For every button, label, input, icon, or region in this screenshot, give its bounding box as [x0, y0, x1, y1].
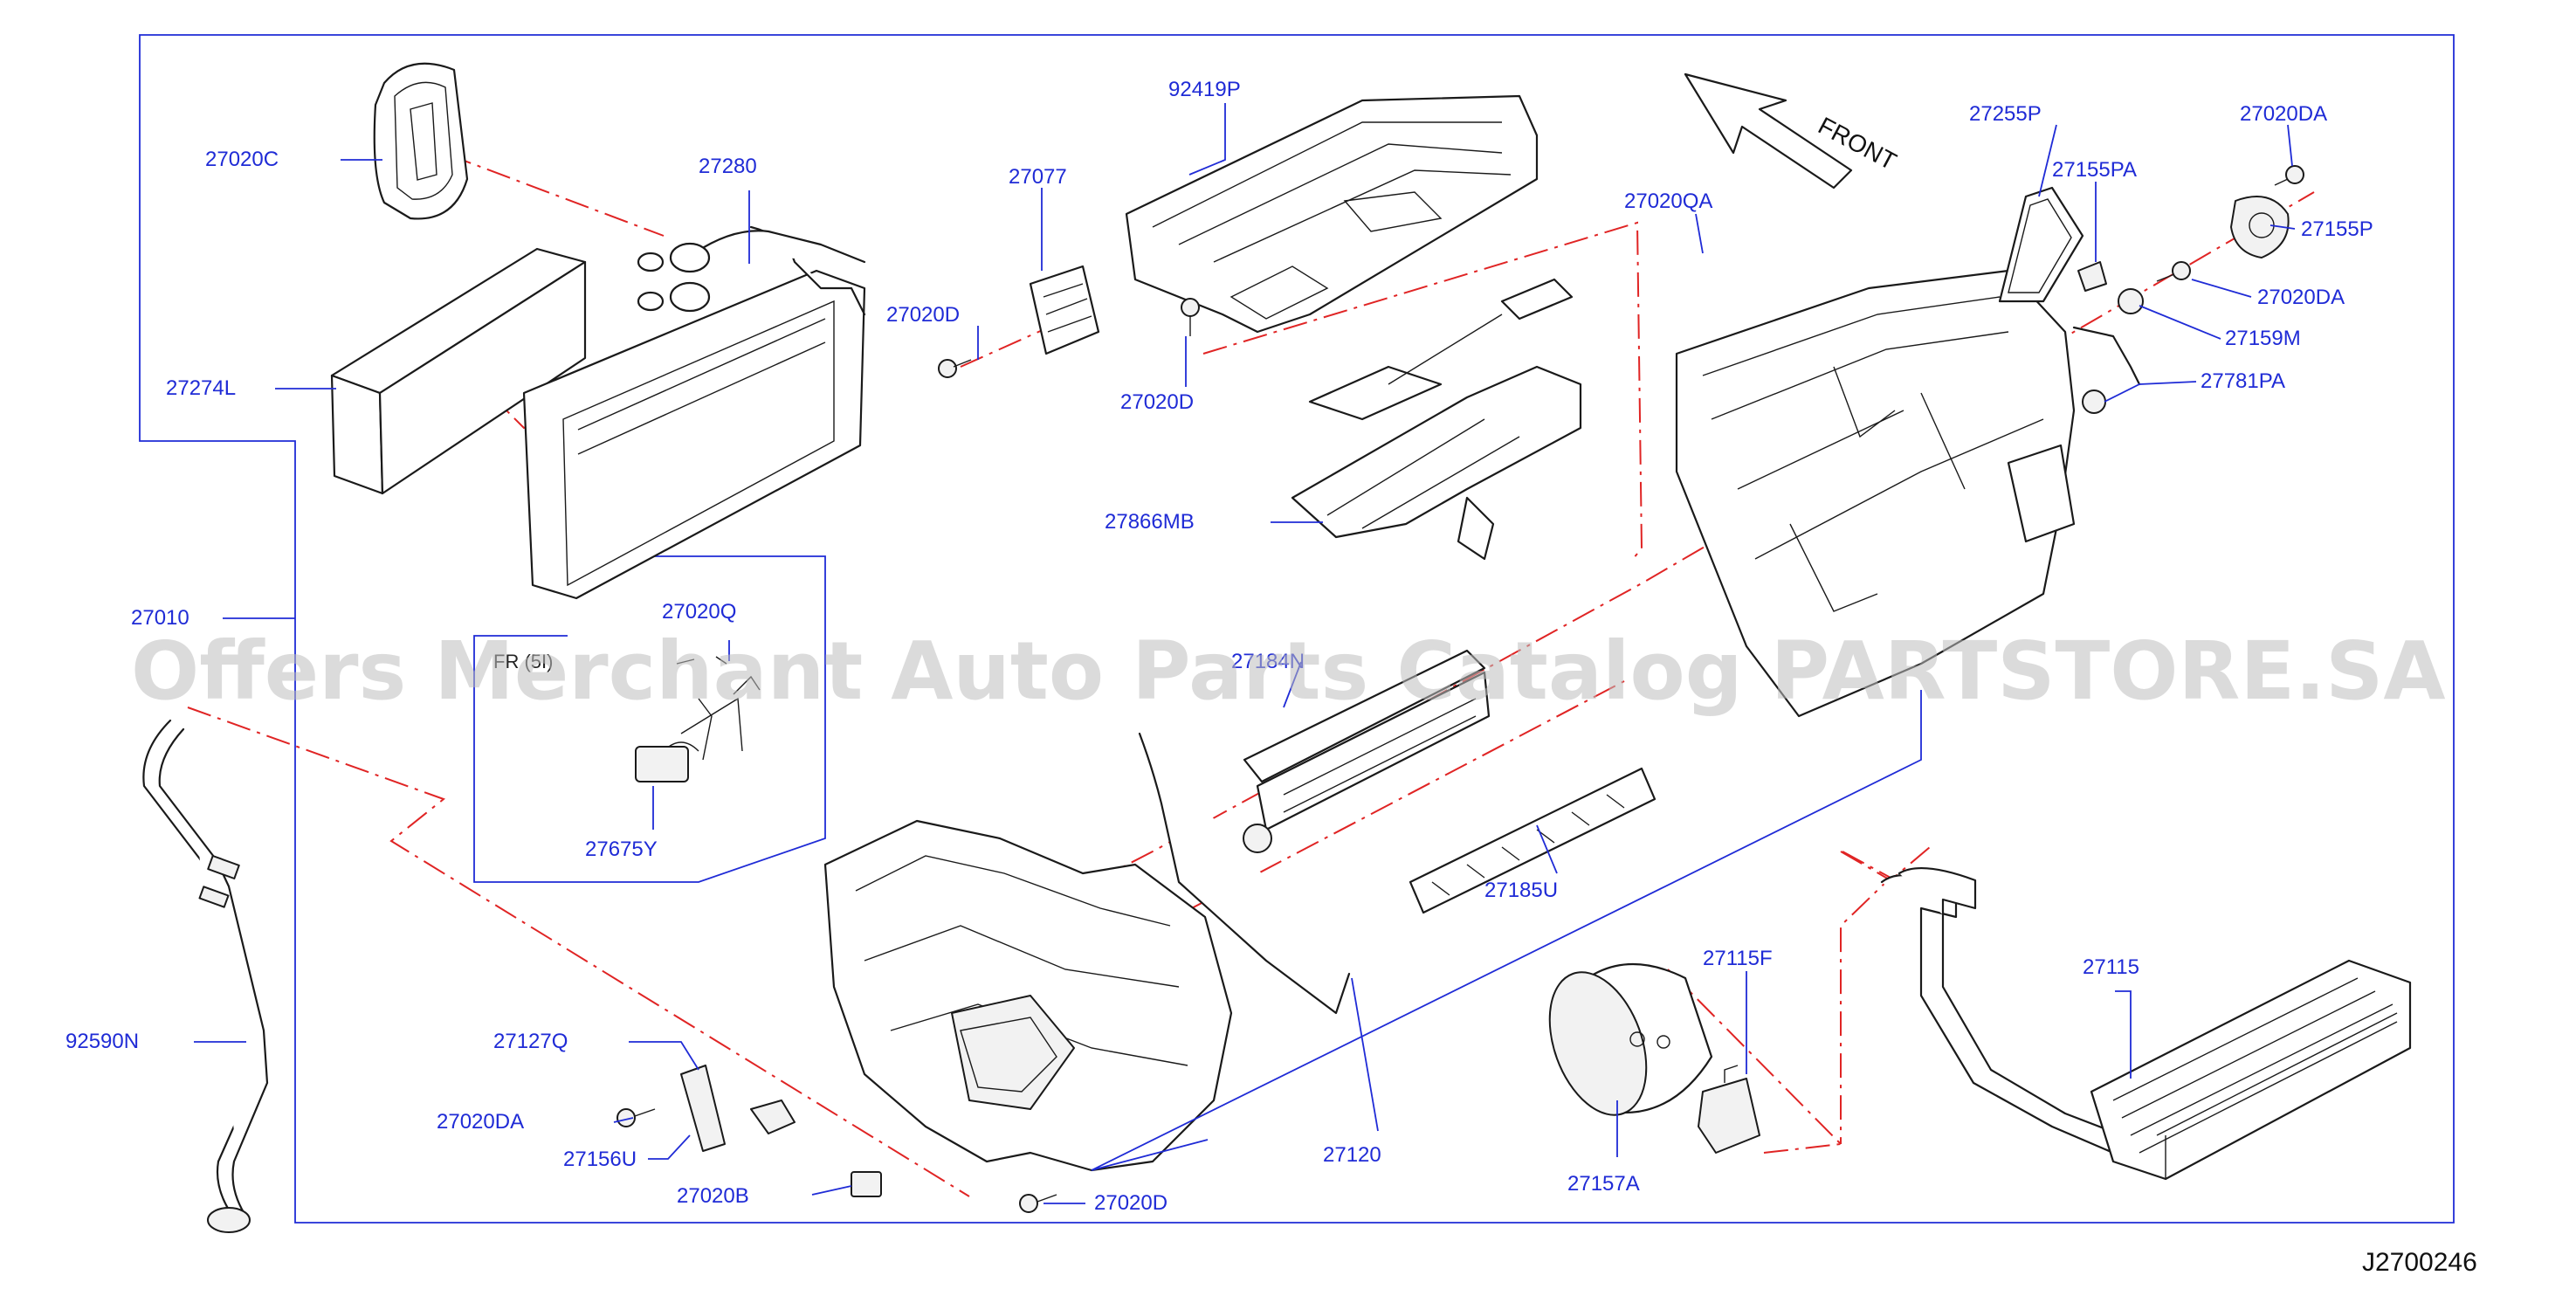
cable-27120: [1138, 732, 1351, 1015]
label-27866mb: 27866MB: [1105, 510, 1195, 534]
bracket-27115f: [1698, 1065, 1760, 1154]
actuator-27077: [1029, 265, 1100, 355]
label-27155p: 27155P: [2301, 217, 2373, 241]
label-27184n: 27184N: [1231, 650, 1305, 673]
label-27010: 27010: [131, 606, 189, 630]
label-27020q: 27020Q: [662, 600, 736, 624]
label-27255p: 27255P: [1969, 102, 2042, 126]
label-27020d-a: 27020D: [886, 303, 960, 327]
front-arrow: [1684, 72, 1853, 190]
label-27020qa: 27020QA: [1624, 190, 1712, 213]
label-92419p: 92419P: [1168, 78, 1241, 101]
small-parts-right: [2072, 196, 2290, 414]
inset-parts: [676, 656, 727, 665]
plate-27255p: [1998, 186, 2084, 303]
inset-frame: [473, 555, 826, 883]
label-27077: 27077: [1009, 165, 1067, 189]
label-27156u: 27156U: [563, 1148, 637, 1171]
label-27020da-mid: 27020DA: [2257, 286, 2345, 309]
duct-27866mb: [1291, 278, 1582, 561]
label-27020c: 27020C: [205, 148, 279, 171]
label-27020d-c: 27020D: [1094, 1191, 1167, 1215]
part-labels: 27020C 27280 27274L 27010 92590N 27020Q …: [65, 78, 2373, 1215]
label-27159m: 27159M: [2225, 327, 2301, 350]
label-27274l: 27274L: [166, 376, 236, 400]
filter-27274l: [330, 247, 587, 495]
boundary-frame: [139, 34, 2455, 1224]
bracket-27675y: [635, 675, 761, 782]
label-27020da-low: 27020DA: [437, 1110, 524, 1134]
inset-note: FR (5I): [493, 651, 553, 672]
hvac-housing-left: [823, 819, 1233, 1172]
label-27115: 27115: [2083, 955, 2139, 979]
evaporator-27280: [522, 225, 866, 600]
seal-27020c: [373, 62, 469, 220]
screws: [616, 165, 2304, 1213]
label-27781pa: 27781PA: [2201, 369, 2285, 393]
label-92590n: 92590N: [65, 1030, 139, 1053]
label-27020da-top: 27020DA: [2240, 102, 2327, 126]
label-27675y: 27675Y: [585, 838, 658, 861]
leader-lines: [194, 103, 2296, 1204]
label-27185u: 27185U: [1484, 879, 1558, 902]
label-27155pa: 27155PA: [2052, 158, 2137, 182]
label-27127q: 27127Q: [493, 1030, 568, 1053]
watermark: Offers Merchant Auto Parts Catalog PARTS…: [131, 624, 2446, 718]
label-27157a: 27157A: [1567, 1172, 1640, 1196]
linkage-27127q: [680, 1065, 882, 1197]
drain-hose-92590n: [142, 719, 269, 1233]
door-27185u: [1409, 767, 1656, 914]
label-27115f: 27115F: [1703, 947, 1773, 970]
drawing-code: J2700246: [2362, 1248, 2477, 1277]
heater-core-27115: [1880, 866, 2412, 1181]
motor-27157a: [1548, 962, 1713, 1116]
label-27020d-b: 27020D: [1120, 390, 1194, 414]
label-27020b: 27020B: [677, 1184, 749, 1208]
door-27184n: [1243, 649, 1491, 853]
label-27120: 27120: [1323, 1143, 1381, 1167]
duct-92419p: [1125, 94, 1539, 334]
label-27280: 27280: [699, 155, 757, 178]
